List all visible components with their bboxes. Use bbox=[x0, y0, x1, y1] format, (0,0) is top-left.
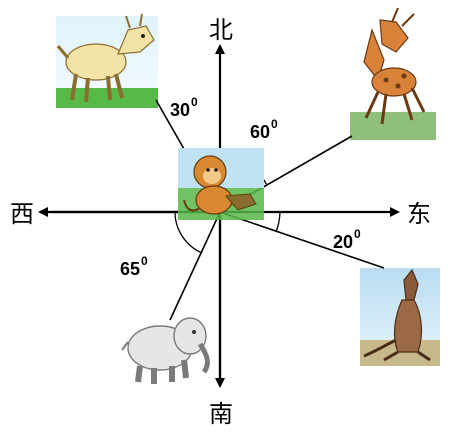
svg-text:30: 30 bbox=[170, 100, 190, 120]
elephant-picture bbox=[121, 317, 210, 384]
monkey-picture bbox=[178, 148, 264, 220]
ray-kangaroo bbox=[219, 211, 385, 269]
svg-text:20: 20 bbox=[333, 232, 353, 252]
goat-picture bbox=[56, 13, 158, 108]
svg-text:0: 0 bbox=[271, 117, 278, 131]
kangaroo-picture bbox=[360, 268, 440, 366]
svg-text:0: 0 bbox=[141, 254, 148, 268]
east-label: 东 bbox=[407, 200, 431, 228]
arc-20 bbox=[275, 211, 281, 233]
svg-text:0: 0 bbox=[354, 227, 361, 241]
angle-label-65: 65 0 bbox=[120, 254, 148, 279]
west-label: 西 bbox=[10, 200, 34, 228]
ray-elephant bbox=[169, 211, 221, 321]
angle-label-20: 20 0 bbox=[333, 227, 361, 252]
south-label: 南 bbox=[209, 400, 233, 428]
north-label: 北 bbox=[209, 16, 233, 44]
angle-label-30: 30 0 bbox=[170, 95, 198, 120]
svg-text:65: 65 bbox=[120, 259, 140, 279]
arc-65 bbox=[174, 211, 203, 254]
svg-text:60: 60 bbox=[250, 122, 270, 142]
angle-label-60: 60 0 bbox=[250, 117, 278, 142]
deer-picture bbox=[350, 7, 436, 140]
svg-text:0: 0 bbox=[191, 95, 198, 109]
